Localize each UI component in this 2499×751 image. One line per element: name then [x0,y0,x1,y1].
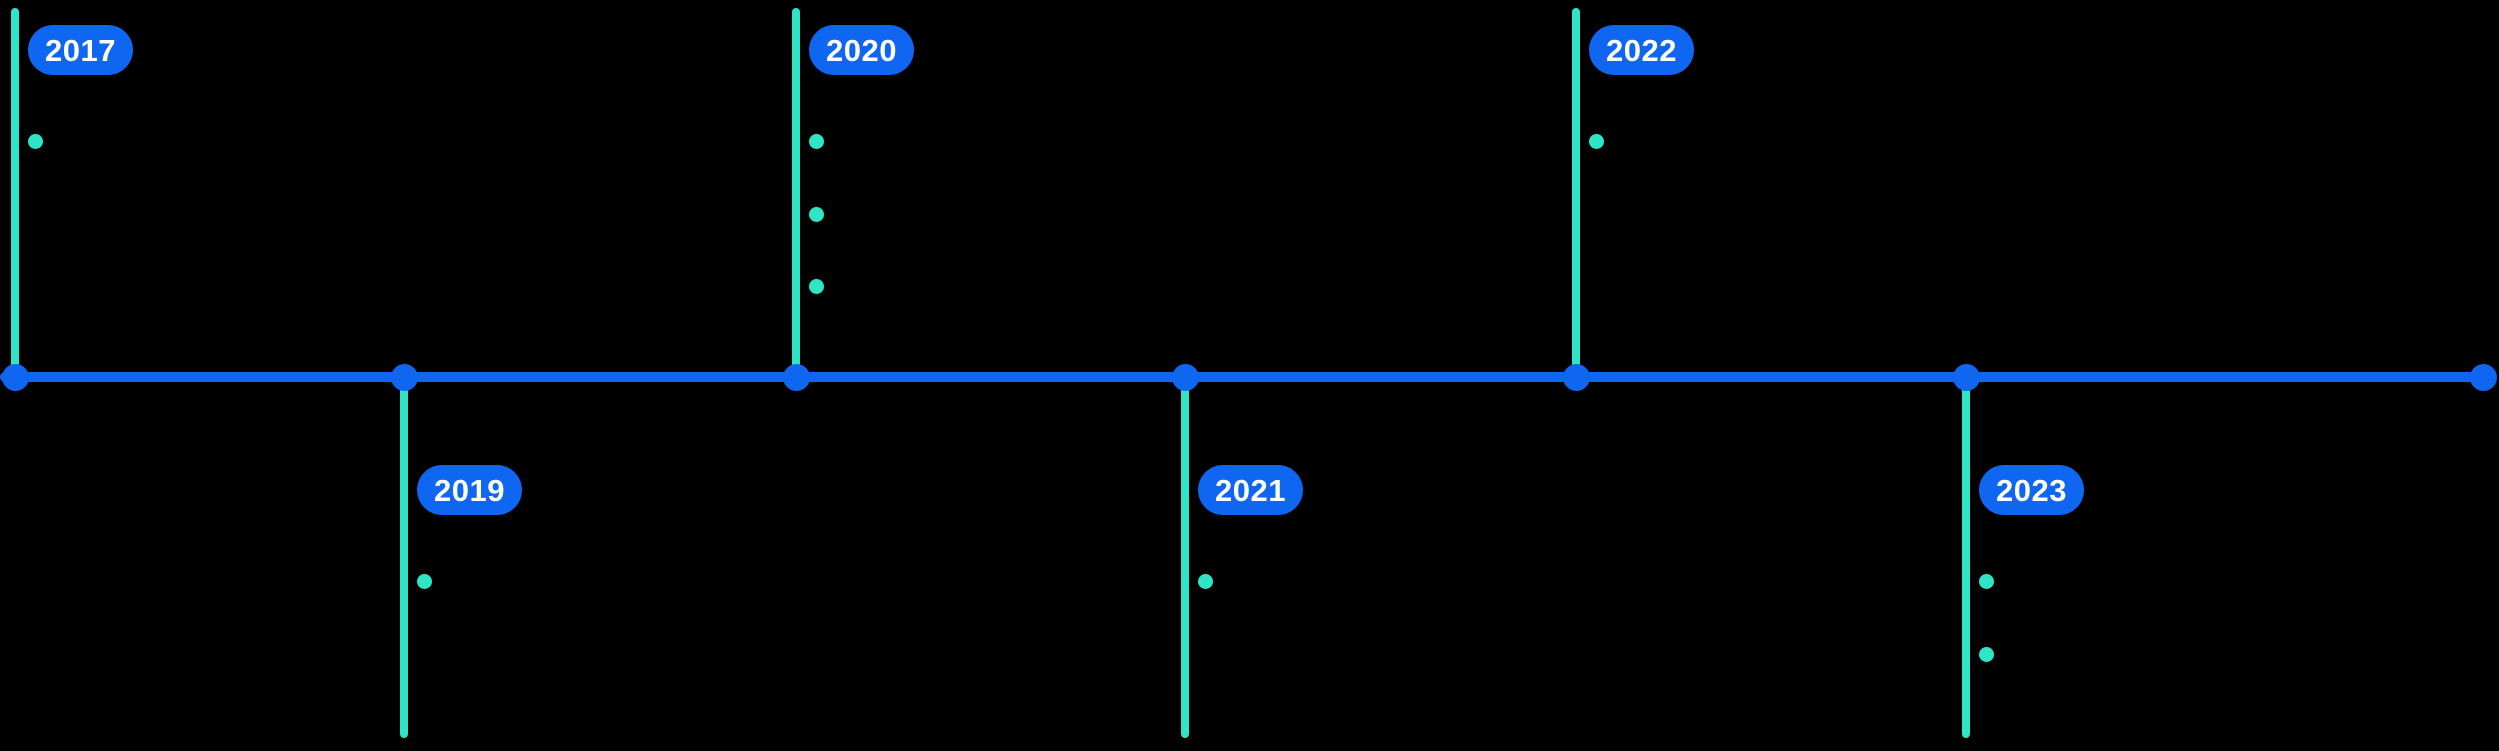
branch-line [1181,377,1189,738]
timeline-axis [0,372,2496,382]
year-badge: 2021 [1198,465,1303,515]
branch-line [400,377,408,738]
timeline-node-end [2469,363,2497,391]
year-badge-label: 2022 [1606,32,1677,68]
bullet-dot [417,574,432,589]
year-badge: 2023 [1979,465,2084,515]
bullet-dot [1979,574,1994,589]
bullet-dot [1979,647,1994,662]
year-badge: 2022 [1589,25,1694,75]
timeline-node [1171,363,1199,391]
timeline-node [390,363,418,391]
year-badge-label: 2020 [826,32,897,68]
branch-line [11,8,19,377]
year-badge-label: 2021 [1215,472,1286,508]
year-badge: 2019 [417,465,522,515]
bullet-dot [28,134,43,149]
branch-line [1962,377,1970,738]
branch-line [792,8,800,377]
timeline-node [1562,363,1590,391]
bullet-dot [809,134,824,149]
year-badge-label: 2023 [1996,472,2067,508]
timeline-node [782,363,810,391]
timeline-node [1,363,29,391]
year-badge-label: 2017 [45,32,116,68]
year-badge: 2020 [809,25,914,75]
branch-line [1572,8,1580,377]
timeline-node [1952,363,1980,391]
bullet-dot [809,279,824,294]
bullet-dot [809,207,824,222]
year-badge: 2017 [28,25,133,75]
bullet-dot [1589,134,1604,149]
year-badge-label: 2019 [434,472,505,508]
bullet-dot [1198,574,1213,589]
